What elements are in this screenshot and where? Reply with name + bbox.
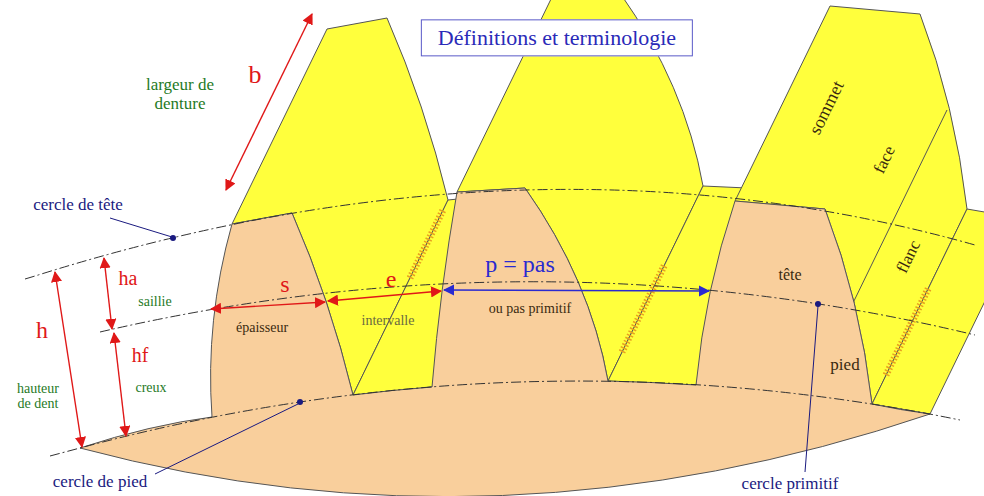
- circle-name: cercle de tête: [33, 196, 123, 215]
- diagram-title: Définitions et terminologie: [421, 19, 693, 56]
- pitch-arrow: [444, 290, 709, 291]
- dimension-symbol: e: [386, 266, 397, 292]
- dimension-name: intervalle: [362, 313, 415, 328]
- dimension-arrows: [55, 14, 441, 447]
- zone-name: pied: [830, 356, 859, 375]
- dimension-name: ou pas primitif: [489, 301, 571, 316]
- dimension-symbol: h: [36, 317, 48, 343]
- tooth-sides: [232, 0, 984, 414]
- dimension-symbol: b: [249, 61, 262, 90]
- dimension-symbol: hf: [132, 344, 149, 366]
- circle-name: cercle de pied: [53, 473, 147, 492]
- dimension-name: épaisseur: [236, 320, 288, 335]
- circle-name: cercle primitif: [742, 474, 839, 493]
- gear-front-face: [80, 188, 930, 496]
- zone-name: tête: [778, 266, 801, 284]
- leader-lines: [110, 218, 818, 474]
- dimension-symbol: s: [280, 271, 289, 297]
- dimension-name: largeur de denture: [139, 76, 221, 113]
- tooth-edges: [852, 110, 947, 305]
- dimension-name: hauteur de dent: [15, 381, 61, 412]
- surface-name: flanc: [893, 238, 925, 277]
- dimension-name: creux: [135, 380, 166, 395]
- surface-name: face: [870, 143, 899, 177]
- dimension-symbol: ha: [119, 267, 138, 289]
- leader-dots: [170, 235, 821, 405]
- dimension-symbol: p = pas: [485, 251, 555, 277]
- surface-name: sommet: [806, 78, 849, 138]
- dimension-name: saillie: [138, 294, 171, 309]
- reference-circles: [25, 189, 975, 456]
